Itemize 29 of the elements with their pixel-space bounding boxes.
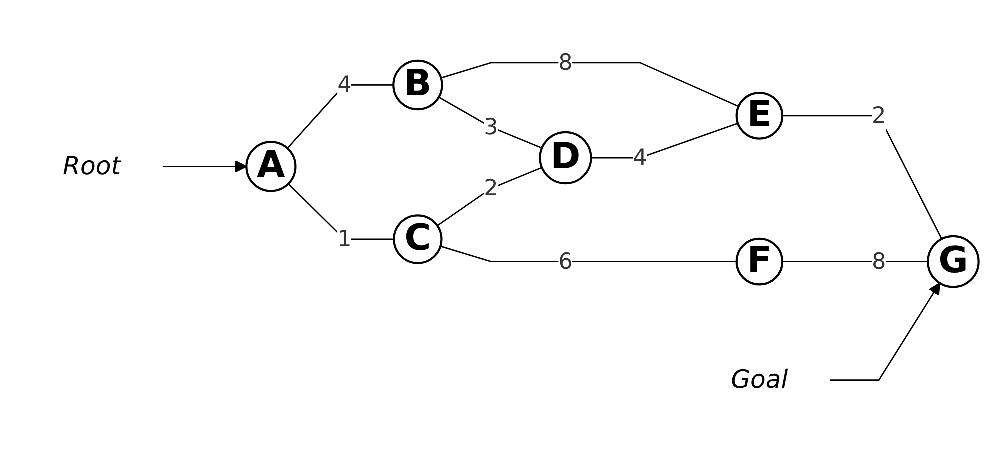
node-circle: B bbox=[392, 60, 444, 111]
node-circle: F bbox=[736, 238, 784, 286]
connector bbox=[288, 184, 394, 241]
edge-label: 2 bbox=[872, 102, 886, 129]
node-circle: E bbox=[736, 92, 784, 140]
connector bbox=[441, 62, 740, 108]
edge-label: 6 bbox=[558, 248, 573, 275]
arrow bbox=[162, 160, 248, 174]
edge-label: 8 bbox=[872, 248, 886, 275]
connector bbox=[287, 84, 394, 150]
connector bbox=[782, 262, 928, 263]
edge-label: 4 bbox=[633, 144, 648, 171]
edge-label: 2 bbox=[484, 175, 498, 202]
node-text: Root bbox=[63, 152, 122, 182]
node-circle: G bbox=[927, 236, 980, 289]
connector bbox=[440, 246, 737, 263]
node-circle: C bbox=[393, 215, 443, 265]
edge-label: 3 bbox=[484, 114, 498, 140]
connector bbox=[438, 97, 542, 150]
connector bbox=[782, 116, 943, 240]
node-circle: D bbox=[539, 132, 592, 185]
edge-label: 4 bbox=[338, 72, 352, 98]
arrow bbox=[830, 283, 941, 382]
connector bbox=[437, 167, 542, 227]
connector bbox=[591, 123, 738, 160]
edge-label: 1 bbox=[338, 226, 352, 252]
node-circle: A bbox=[246, 142, 297, 193]
node-text: Goal bbox=[731, 366, 788, 396]
edge-label: 8 bbox=[558, 49, 573, 76]
